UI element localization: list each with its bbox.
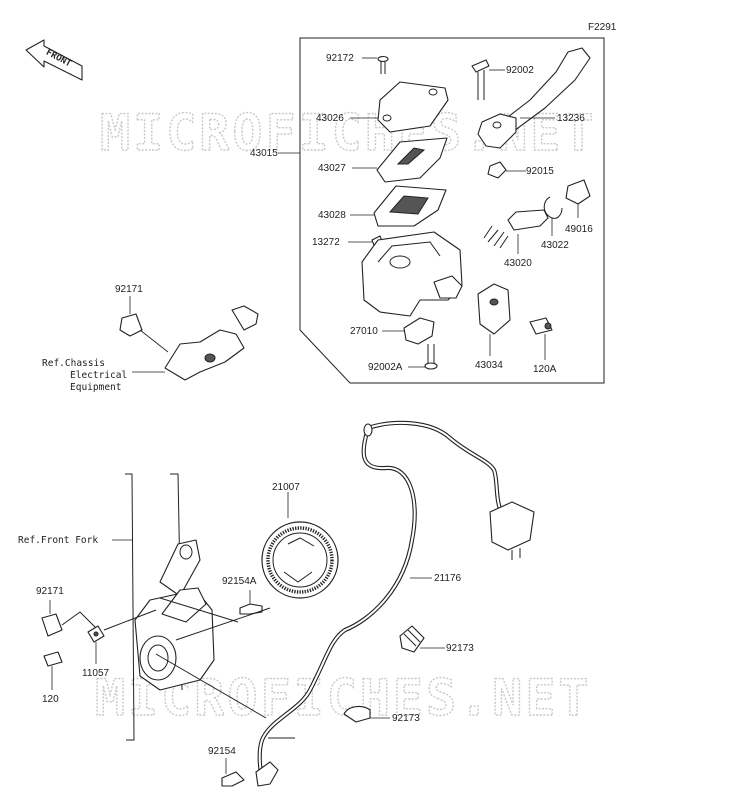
part-43027-plate [376,137,448,183]
label-92171-lower: 92171 [36,586,64,597]
part-43020-piston-kit [483,209,549,249]
part-120-bolt [43,651,63,667]
label-49016: 49016 [565,224,593,235]
part-92154A-bolt [239,603,263,615]
label-92173-a: 92173 [446,643,474,654]
part-21176-abs-sensor-cable [255,420,535,787]
ref-front-fork: Ref.Front Fork [18,535,98,546]
part-43034-clamp [477,283,511,335]
part-92154-bolt [221,771,245,787]
label-92173-b: 92173 [392,713,420,724]
part-27010-switch [403,317,435,345]
part-92002-pivot-bolt [471,59,490,100]
label-13272: 13272 [312,237,340,248]
label-43015: 43015 [250,148,278,159]
ref-chassis-line1: Ref.Chassis [42,358,105,369]
ref-chassis-line2: Electrical [70,370,127,381]
label-11057: 11057 [82,668,110,679]
label-92015: 92015 [526,166,554,177]
label-92172: 92172 [326,53,354,64]
part-92172-screw [377,55,389,74]
ref-chassis-line3: Equipment [70,382,121,393]
part-21007-abs-ring [261,521,339,599]
label-92002: 92002 [506,65,534,76]
label-21007: 21007 [272,482,300,493]
part-92173-clamp-a [399,625,425,653]
part-13236-brake-lever [477,47,591,149]
master-cylinder-body [361,231,463,317]
label-13236: 13236 [557,113,585,124]
part-49016-boot [565,179,591,205]
part-43026-cap [377,81,449,133]
figure-code: F2291 [588,22,617,33]
label-43034: 43034 [475,360,503,371]
part-120A-bolt [529,317,553,335]
label-43028: 43028 [318,210,346,221]
label-43027: 43027 [318,163,346,174]
label-92171-upper: 92171 [115,284,143,295]
part-92015-nut [487,161,507,179]
label-92002A: 92002A [368,362,403,373]
part-92171-clip-upper [119,313,143,337]
front-arrow-icon: FRONT [25,39,83,81]
part-92171-clip-lower [41,613,63,637]
group-box-43015 [299,37,605,384]
label-43022: 43022 [541,240,569,251]
part-43028-diaphragm [373,185,447,227]
part-11057-washer [87,625,105,643]
label-120A: 120A [533,364,557,375]
label-43020: 43020 [504,258,532,269]
part-92002A-screw [424,344,438,370]
label-43026: 43026 [316,113,344,124]
sensor-bracket [164,305,259,381]
part-92173-clamp-b [343,705,371,723]
label-120: 120 [42,694,59,705]
label-27010: 27010 [350,326,378,337]
label-92154: 92154 [208,746,236,757]
label-21176: 21176 [434,573,462,584]
label-92154A: 92154A [222,576,257,587]
